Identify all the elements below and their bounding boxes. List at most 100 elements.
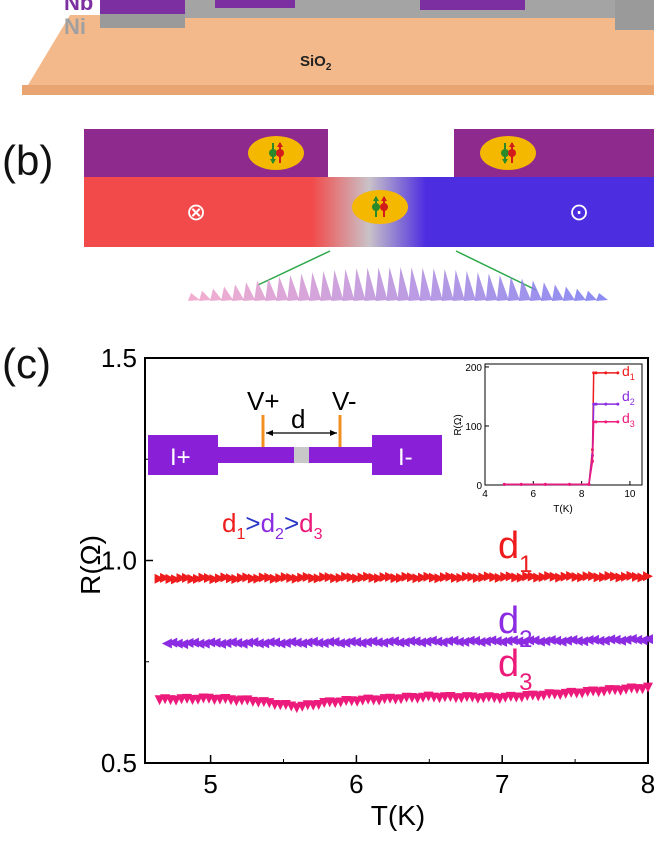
data-point — [556, 636, 567, 647]
main-xlabel: T(K) — [371, 800, 425, 831]
data-point — [426, 635, 437, 646]
data-point — [511, 572, 522, 583]
inset-y-tick-label: 100 — [465, 422, 482, 433]
data-point — [356, 638, 367, 649]
data-point — [372, 637, 383, 648]
data-point — [378, 637, 389, 648]
inset-data-point — [568, 482, 572, 486]
spin-vane — [221, 286, 234, 301]
data-point — [637, 684, 648, 695]
spin-vane — [408, 267, 421, 301]
data-point — [560, 571, 571, 582]
data-point — [605, 634, 616, 645]
data-point — [194, 638, 205, 649]
data-point — [176, 573, 187, 584]
spin-vane — [441, 268, 454, 301]
data-point — [555, 572, 566, 583]
data-point — [297, 572, 308, 583]
data-point — [442, 636, 453, 647]
x-tick-label: 7 — [495, 769, 509, 799]
data-point — [524, 635, 535, 646]
data-point — [253, 638, 264, 649]
x-tick-label: 6 — [349, 769, 363, 799]
data-point — [643, 634, 653, 645]
data-point — [368, 572, 379, 583]
nb-label: Nb — [64, 0, 93, 15]
data-point — [346, 572, 357, 583]
data-point — [491, 636, 502, 647]
contact-pad-right — [372, 435, 442, 475]
data-point — [529, 635, 540, 646]
data-point — [203, 573, 214, 584]
data-point — [549, 571, 560, 582]
data-point — [236, 572, 247, 583]
data-point — [599, 635, 610, 646]
nb-layer-far — [615, 0, 654, 30]
inset-data-point — [587, 482, 591, 486]
data-point — [626, 570, 637, 581]
data-point — [379, 572, 390, 583]
panel-b: (b) — [2, 129, 654, 301]
inset-data-point — [543, 482, 547, 486]
spin-vane — [463, 270, 476, 301]
data-point — [588, 634, 599, 645]
spin-vane — [507, 276, 520, 301]
data-point — [253, 573, 264, 584]
data-point — [313, 700, 324, 711]
inset-data-point — [604, 371, 608, 375]
data-point — [209, 574, 220, 585]
data-point — [615, 572, 626, 583]
inset-data-point — [519, 482, 523, 486]
data-point — [308, 573, 319, 584]
data-point — [341, 571, 352, 582]
data-point — [450, 572, 461, 583]
data-point — [500, 571, 511, 582]
spin-vane — [188, 293, 200, 301]
data-point — [275, 638, 286, 649]
inset-data-point — [604, 420, 608, 424]
data-point — [583, 634, 594, 645]
spin-vane — [430, 268, 443, 301]
inset-data-point — [594, 371, 598, 375]
spin-vane — [584, 290, 597, 301]
spin-vane — [540, 282, 553, 301]
cooper-pair-right — [480, 136, 536, 170]
data-point — [632, 571, 643, 582]
data-point — [313, 573, 324, 584]
spin-vane — [254, 280, 267, 301]
data-point — [467, 571, 478, 582]
zoom-line-left — [257, 250, 331, 286]
data-point — [478, 572, 489, 583]
data-point — [461, 571, 472, 582]
inset-x-tick-label: 6 — [531, 489, 537, 500]
data-point — [210, 637, 221, 648]
data-point — [577, 572, 588, 583]
spin-vane — [529, 280, 542, 301]
data-point — [434, 573, 445, 584]
main-ylabel: R(Ω) — [75, 535, 106, 595]
data-point — [318, 638, 329, 649]
data-point — [453, 636, 464, 647]
data-point — [502, 635, 513, 646]
sio2-label: SiO2 — [300, 53, 332, 73]
data-point — [489, 572, 500, 583]
data-point — [615, 635, 626, 646]
data-point — [334, 638, 345, 649]
data-point — [405, 635, 416, 646]
data-point — [363, 571, 374, 582]
data-point — [330, 573, 341, 584]
data-point — [428, 572, 439, 583]
inset-x-tick-label: 8 — [579, 489, 585, 500]
data-point — [291, 637, 302, 648]
data-point — [494, 572, 505, 583]
inset-data-point — [594, 402, 598, 406]
data-point — [566, 570, 577, 581]
distance-arrow-head-left — [266, 430, 273, 436]
inset-data-point — [616, 402, 620, 406]
data-point — [626, 633, 637, 644]
data-point — [475, 636, 486, 647]
data-point — [324, 572, 335, 583]
i-minus-label: I- — [398, 444, 413, 471]
data-point — [313, 637, 324, 648]
